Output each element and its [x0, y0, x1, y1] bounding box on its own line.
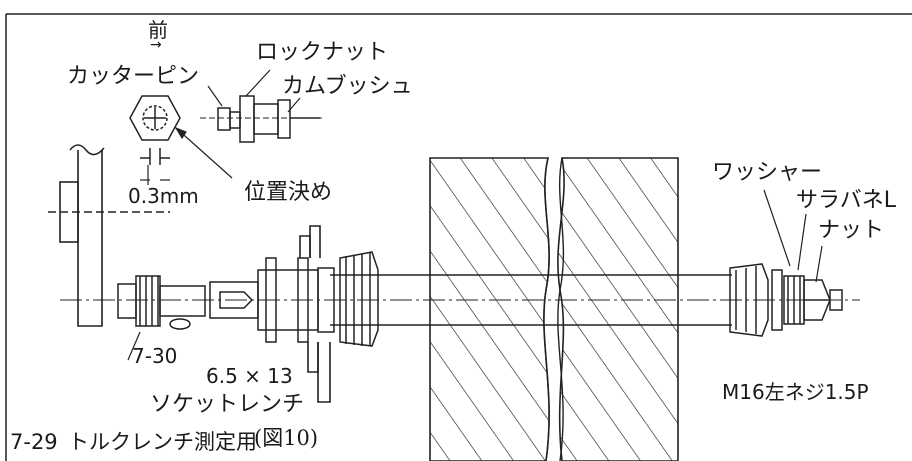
roller-bearing-left	[339, 251, 379, 347]
leader-lines	[127, 69, 823, 361]
cam-bushing-label: カムブッシュ	[282, 74, 413, 99]
washer-label: ワッシャー	[712, 160, 823, 185]
castle-nut-assembly	[209, 257, 335, 343]
lock-nut-label: ロックナット	[256, 40, 389, 65]
socket-size-label: 6.5 × 13	[206, 364, 293, 388]
inset-cam-bushing	[200, 95, 322, 143]
caption-part-number: 7-29	[10, 430, 58, 454]
clearance-label: 0.3mm	[128, 184, 199, 208]
socket-wrench-label: ソケットレンチ	[150, 392, 305, 417]
front-arrow: →	[150, 37, 162, 53]
figure-border	[5, 13, 912, 461]
hatched-wheel-hub	[429, 157, 679, 461]
caption-text: トルクレンチ測定用	[68, 430, 257, 454]
inset-hex-nut	[129, 95, 181, 165]
positioning-label: 位置決め	[244, 180, 333, 205]
cotter-pin-label: カッターピン	[67, 64, 200, 89]
main-shaft	[60, 274, 860, 326]
front-label: 前	[148, 18, 168, 42]
right-nut-assembly	[729, 263, 843, 337]
part-7-30-label: 7-30	[132, 344, 178, 368]
socket-wrench-part	[117, 275, 206, 330]
spring-washer-label: サラバネL	[796, 188, 897, 213]
figure-number: (図10)	[254, 426, 319, 450]
brake-disk-flange	[299, 225, 331, 403]
thread-spec-label: M16左ネジ1.5P	[722, 380, 869, 404]
bracket-plate	[48, 144, 170, 327]
nut-label: ナット	[818, 218, 885, 243]
